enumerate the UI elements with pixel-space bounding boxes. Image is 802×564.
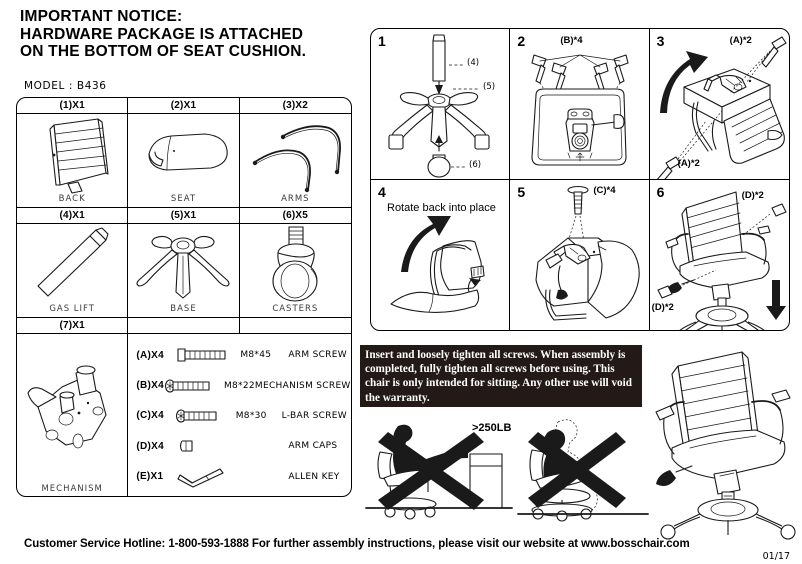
part-header-5: (5)X1 <box>128 208 240 224</box>
hardware-desc: L-BAR SCREW <box>281 410 347 421</box>
hardware-row: (A)X4 M8*45 ARM SCREW <box>136 344 347 366</box>
step-number: 5 <box>517 183 526 200</box>
step-1-illustration <box>371 29 509 179</box>
part-header-1: (1)X1 <box>17 98 129 114</box>
hardware-code: (C)X4 <box>136 410 164 422</box>
part-header-4: (4)X1 <box>17 208 129 224</box>
weight-limit-label: >250LB <box>472 422 512 434</box>
hardware-code: (E)X1 <box>136 471 164 483</box>
hardware-desc: ARM CAPS <box>288 441 338 452</box>
five-star-base-icon <box>128 224 238 304</box>
gas-lift-icon <box>17 224 127 304</box>
hardware-code: (B)X4 <box>136 380 164 392</box>
part-label-back: BACK <box>58 194 86 204</box>
assembly-steps-panel: 1 <box>370 28 790 331</box>
parts-list-table: (1)X1 (2)X1 (3)X2 BACK <box>16 97 352 497</box>
part-cell-casters: CASTERS <box>239 224 351 318</box>
part-cell-arms: ARMS <box>239 114 351 208</box>
notice-line-2: HARDWARE PACKAGE IS ATTACHED <box>20 25 304 43</box>
chair-back-icon <box>17 114 127 194</box>
step-3-illustration <box>650 29 789 179</box>
part-label-gas-lift: GAS LIFT <box>49 304 95 314</box>
part-label-seat: SEAT <box>170 194 197 204</box>
step-2-tag-1: (B)*4 <box>560 35 583 46</box>
part-label-mechanism: MECHANISM <box>41 484 103 494</box>
assembly-step-1: 1 <box>371 29 511 180</box>
important-notice-heading: IMPORTANT NOTICE: HARDWARE PACKAGE IS AT… <box>20 8 380 61</box>
part-header-6: (6)X5 <box>239 208 351 224</box>
hardware-code: (A)X4 <box>136 349 164 361</box>
arm-cap-icon <box>176 437 240 455</box>
step-1-tag-2: (5) <box>483 82 496 92</box>
hardware-size: M8*22 <box>223 380 255 391</box>
mechanism-icon <box>17 334 127 484</box>
step-6-tag-1: (D)*2 <box>741 189 764 201</box>
step-5-tag-1: (C)*4 <box>593 184 616 196</box>
hardware-size: M8*30 <box>235 410 267 421</box>
hardware-row: (C)X4 M8*30 L-BAR SCREW <box>136 405 347 427</box>
step-number: 3 <box>656 33 665 49</box>
assembly-step-5: 5 <box>510 179 650 331</box>
hardware-row: (D)X4 ARM CAPS <box>136 435 347 457</box>
step-5-illustration <box>510 180 648 331</box>
step-4-caption: Rotate back into place <box>387 201 496 214</box>
footer-contact: Customer Service Hotline: 1-800-593-1888… <box>24 538 690 550</box>
hardware-code: (D)X4 <box>136 440 164 452</box>
assembly-step-3: 3 <box>649 29 789 180</box>
socket-head-bolt-icon <box>164 378 224 394</box>
assembly-step-2: 2 <box>510 29 650 180</box>
socket-head-bolt-icon <box>175 408 236 424</box>
part-cell-base: BASE <box>128 224 240 318</box>
model-number: MODEL : B436 <box>24 80 107 92</box>
hardware-desc: ARM SCREW <box>288 350 347 361</box>
warning-banner: Insert and loosely tighten all screws. W… <box>360 345 642 407</box>
step-number: 2 <box>517 33 526 49</box>
part-header-2: (2)X1 <box>128 98 240 114</box>
allen-key-icon <box>176 467 240 488</box>
step-number: 4 <box>378 183 386 200</box>
arm-rail-icon <box>240 114 351 194</box>
seat-cushion-icon <box>128 114 238 194</box>
step-number: 6 <box>656 183 665 200</box>
no-leaning-back-on-desk-icon <box>365 424 513 520</box>
hardware-desc: MECHANISM SCREW <box>254 380 351 391</box>
hardware-row: (B)X4 M8*22 MECHANISM SCREW <box>136 375 350 397</box>
step-1-tag-3: (6) <box>469 160 482 170</box>
hardware-desc: ALLEN KEY <box>288 471 340 482</box>
part-cell-back: BACK <box>17 114 129 208</box>
hardware-row: (E)X1 ALLEN KEY <box>136 466 347 488</box>
part-label-base: BASE <box>170 304 197 314</box>
step-6-tag-2: (D)*2 <box>651 301 674 313</box>
step-3-tag-2: (A)*2 <box>677 158 700 169</box>
step-4-illustration <box>371 180 509 331</box>
assembly-step-6: 6 <box>650 180 789 330</box>
parts-header-spacer-1 <box>128 318 240 334</box>
part-cell-mechanism: MECHANISM <box>17 334 129 496</box>
assembled-office-chair-icon <box>646 340 796 540</box>
hardware-list: (A)X4 M8*45 ARM SCREW (B)X4 <box>128 334 351 496</box>
parts-header-spacer-2 <box>239 318 351 334</box>
part-cell-seat: SEAT <box>128 114 240 208</box>
part-cell-gas-lift: GAS LIFT <box>17 224 129 318</box>
page-number: 01/17 <box>762 551 790 562</box>
part-header-3: (3)X2 <box>239 98 351 114</box>
step-3-tag-1: (A)*2 <box>729 35 752 46</box>
flat-head-bolt-icon <box>176 347 240 363</box>
part-header-7: (7)X1 <box>17 318 129 334</box>
notice-line-1: IMPORTANT NOTICE: <box>20 8 183 25</box>
assembly-step-4: 4 Rotate back into place <box>371 179 511 331</box>
step-number: 1 <box>378 33 386 49</box>
step-2-illustration <box>510 29 648 179</box>
part-label-casters: CASTERS <box>272 304 319 314</box>
step-6-illustration <box>650 180 789 330</box>
caster-wheel-icon <box>240 224 351 304</box>
prohibition-pictograms: >250LB <box>362 408 652 522</box>
step-1-tag-1: (4) <box>467 58 480 68</box>
notice-line-3: ON THE BOTTOM OF SEAT CUSHION. <box>20 43 307 60</box>
hardware-size: M8*45 <box>240 350 272 361</box>
part-label-arms: ARMS <box>281 194 310 204</box>
no-standing-on-chair-icon <box>517 419 649 522</box>
